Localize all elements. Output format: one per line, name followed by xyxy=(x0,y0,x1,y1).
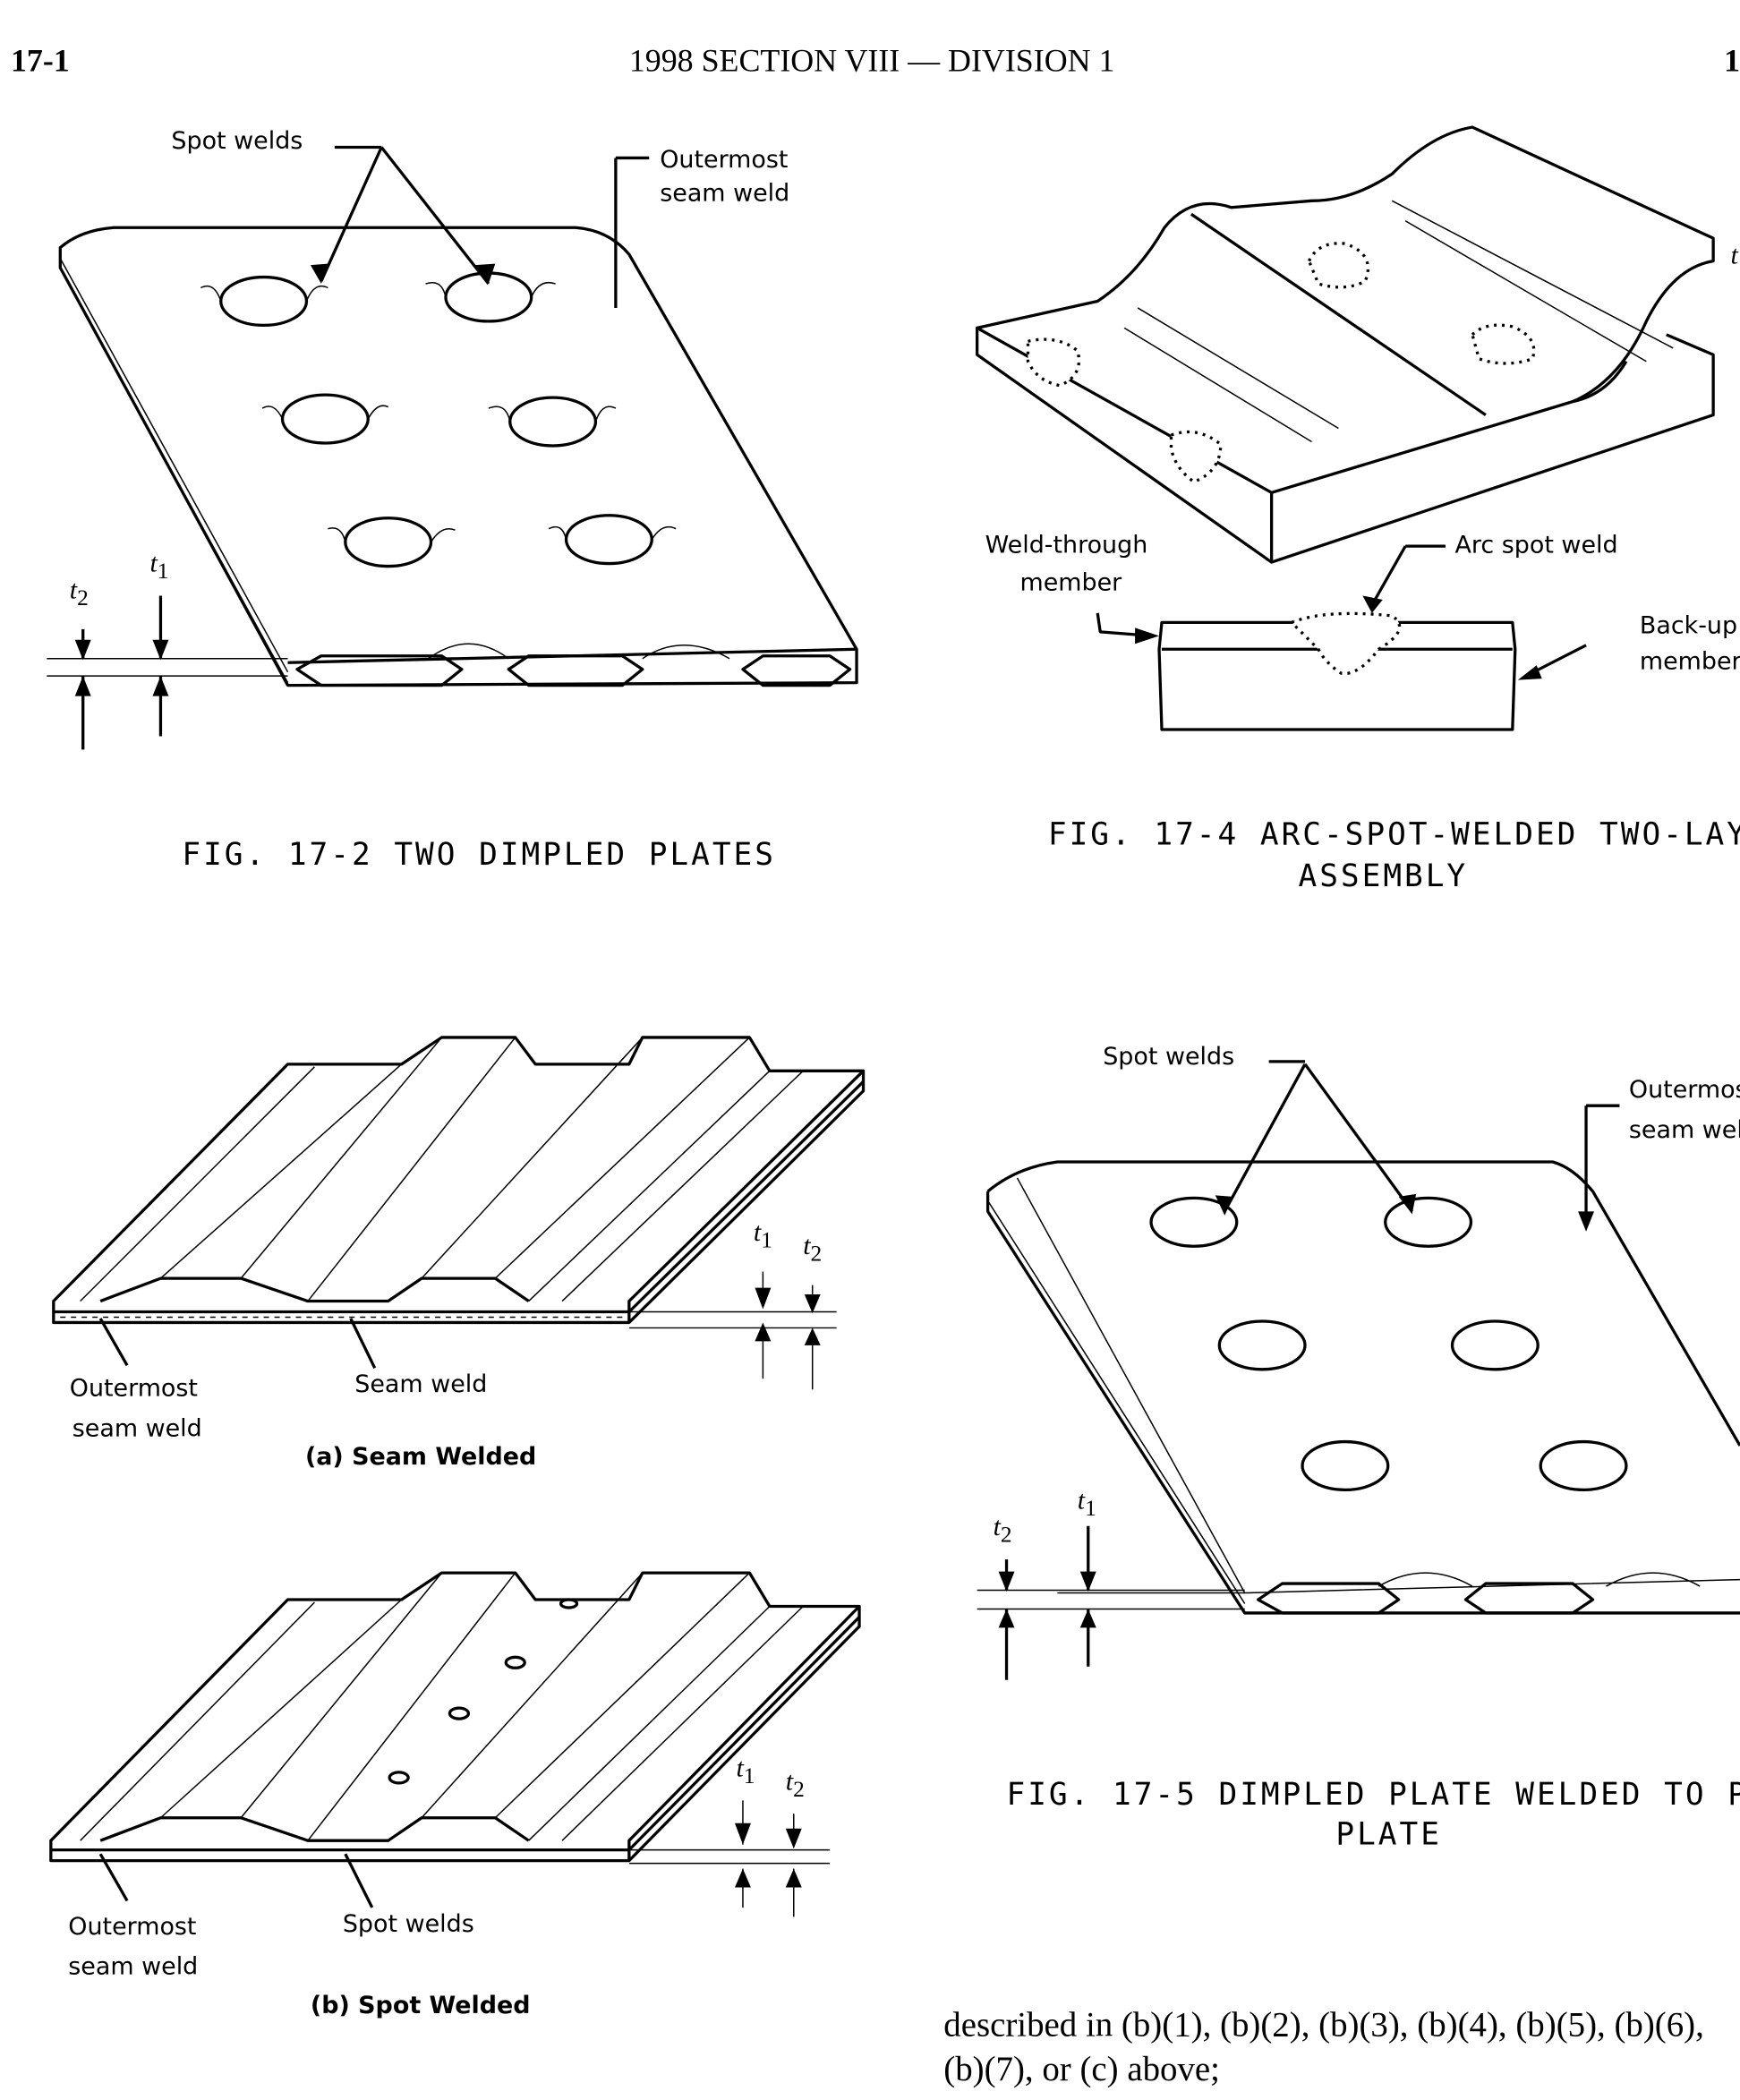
label-t1: t1 xyxy=(1077,1485,1096,1521)
label-t2: t2 xyxy=(785,1766,805,1802)
label-t1: t1 xyxy=(753,1217,772,1253)
label-outermost: Outermost xyxy=(1628,1076,1740,1105)
label-seam-weld-inner: Seam weld xyxy=(354,1370,488,1399)
fig-17-2-drawing xyxy=(47,145,858,750)
label-seam-weld: seam weld xyxy=(68,1952,199,1982)
fig-17-4-drawing xyxy=(975,125,1715,731)
caption-fig-17-4-line2: ASSEMBLY xyxy=(1298,859,1469,894)
fig-17-5-drawing xyxy=(977,1060,1740,1680)
running-header: 1998 SECTION VIII — DIVISION 1 xyxy=(628,44,1115,80)
label-t2: t2 xyxy=(69,576,89,610)
page-number-right: 1 xyxy=(1724,44,1740,80)
label-t: t xyxy=(1730,241,1738,271)
label-outermost: Outermost xyxy=(660,145,789,175)
label-seam-weld: seam weld xyxy=(660,179,790,208)
label-arc-spot-weld: Arc spot weld xyxy=(1454,531,1618,560)
fig-17-3a-drawing xyxy=(52,1036,866,1390)
fig-17-3b-drawing xyxy=(49,1571,861,1917)
caption-fig-17-5-line2: PLATE xyxy=(1335,1817,1442,1853)
caption-fig-17-2: FIG. 17-2 TWO DIMPLED PLATES xyxy=(182,838,776,874)
label-spot-welds: Spot welds xyxy=(342,1909,474,1939)
caption-fig-17-4-line1: FIG. 17-4 ARC-SPOT-WELDED TWO-LAYER xyxy=(1047,817,1740,853)
label-back-up-member: member xyxy=(1639,647,1740,677)
label-t2: t2 xyxy=(993,1512,1012,1548)
page-number-left: 17-1 xyxy=(10,44,70,80)
subcaption-spot-welded: (b) Spot Welded xyxy=(310,1992,531,2020)
body-text-line-2: (b)(7), or (c) above; xyxy=(943,2049,1220,2088)
label-outermost: Outermost xyxy=(68,1912,197,1942)
label-weld-through: Weld-through xyxy=(985,531,1148,560)
label-seam-weld: seam weld xyxy=(1628,1116,1740,1145)
label-t1: t1 xyxy=(736,1753,755,1788)
label-member: member xyxy=(1019,568,1122,597)
label-t1: t1 xyxy=(149,549,169,584)
subcaption-seam-welded: (a) Seam Welded xyxy=(304,1443,537,1472)
label-outermost: Outermost xyxy=(69,1374,198,1404)
label-back-up: Back-up xyxy=(1639,611,1738,640)
body-text-line-1: described in (b)(1), (b)(2), (b)(3), (b)… xyxy=(943,2005,1704,2045)
label-seam-weld: seam weld xyxy=(72,1414,202,1444)
label-spot-welds: Spot welds xyxy=(171,127,303,156)
caption-fig-17-5-line1: FIG. 17-5 DIMPLED PLATE WELDED TO PLAIN xyxy=(1006,1777,1740,1813)
label-t2: t2 xyxy=(803,1231,823,1267)
label-spot-welds: Spot welds xyxy=(1103,1042,1235,1071)
